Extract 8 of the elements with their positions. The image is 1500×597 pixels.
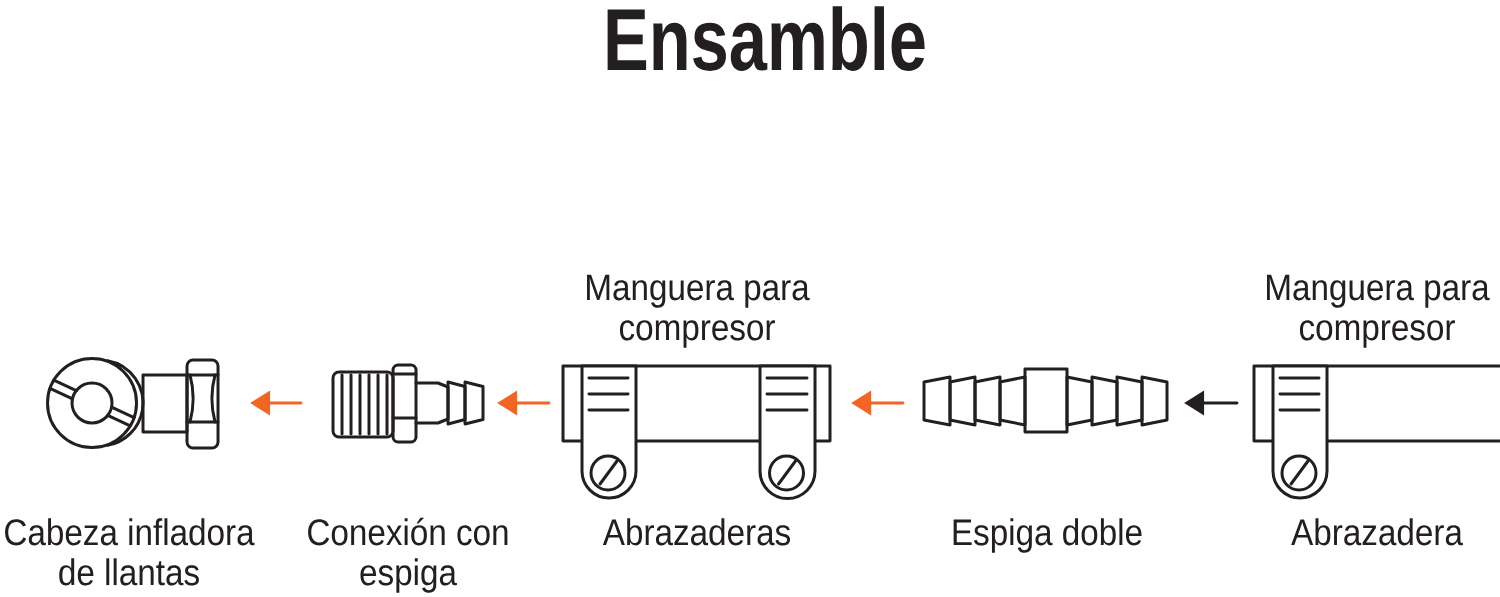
part-label: Manguera para compresor — [1267, 274, 1490, 348]
title: Ensamble — [607, 6, 925, 71]
part-label: Cabeza infladora de llantas — [5, 518, 255, 586]
part-label: Abrazaderas — [602, 518, 790, 546]
part-label: Abrazadera — [1291, 518, 1463, 546]
part-label: Conexión con espiga — [308, 517, 508, 593]
part-label: Manguera para compresor — [587, 274, 810, 348]
part-label: Espiga doble — [953, 518, 1142, 553]
